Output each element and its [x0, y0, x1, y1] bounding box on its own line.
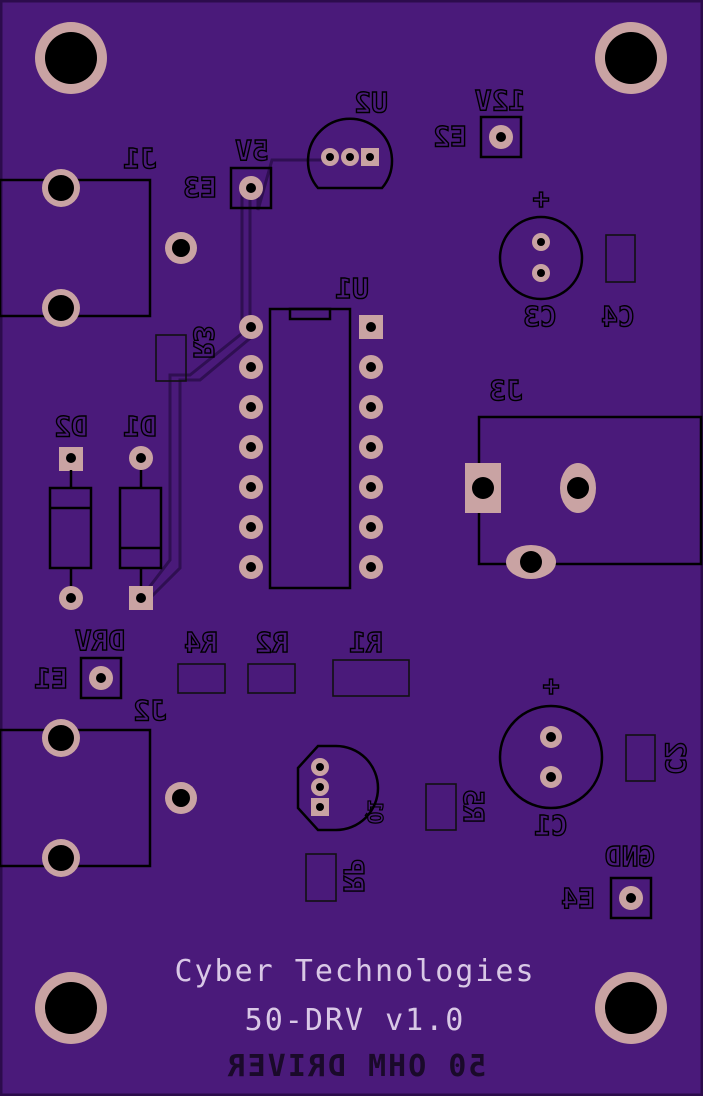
- d2-label: D2: [54, 410, 88, 443]
- u1-right-pins: [359, 315, 383, 579]
- e2-label: E2: [433, 120, 467, 153]
- c4-label: C4: [601, 300, 635, 333]
- d1-label: D1: [123, 410, 157, 443]
- q1-label: Q1: [363, 800, 387, 824]
- testpoint-e4: GND E4: [560, 839, 656, 920]
- label-5v: 5V: [235, 134, 269, 167]
- resistor-rp: RP: [305, 853, 371, 902]
- resistor-r2: R2: [247, 625, 296, 694]
- e1-label: E1: [34, 662, 68, 695]
- j2-label: J2: [133, 694, 167, 727]
- u1-left-pins: [239, 315, 263, 579]
- c1-polarity: +: [543, 669, 560, 702]
- c1-label: C1: [534, 809, 568, 842]
- capacitor-c4: C4: [600, 234, 636, 334]
- capacitor-c1: + C1: [498, 668, 604, 843]
- label-12v: 12V: [475, 84, 526, 117]
- j3-label: J3: [489, 374, 523, 407]
- r3-label: R3: [187, 325, 220, 359]
- resistor-r1: R1: [332, 625, 410, 697]
- e4-label: E4: [561, 882, 595, 915]
- traces: [139, 158, 330, 600]
- footer-model: 50-DRV v1.0: [245, 1003, 466, 1038]
- c2-label: C2: [659, 741, 692, 775]
- r5-label: R5: [457, 789, 490, 823]
- u1-label: U1: [335, 272, 369, 305]
- c3-label: C3: [523, 300, 557, 333]
- label-gnd: GND: [605, 840, 656, 873]
- testpoint-e3: 5V E3: [182, 133, 273, 210]
- j1-label: J1: [123, 142, 157, 175]
- connector-j3: J3: [465, 373, 703, 579]
- u2-label: U2: [354, 86, 388, 119]
- ic-u1: U1: [239, 271, 383, 590]
- resistor-r5: R5: [425, 783, 491, 831]
- footer-company: Cyber Technologies: [174, 954, 535, 989]
- connector-j2: J2: [0, 693, 197, 877]
- r2-label: R2: [255, 626, 289, 659]
- rp-label: RP: [337, 859, 370, 893]
- capacitor-c3: + C3: [498, 181, 584, 334]
- resistor-r3: R3: [155, 324, 221, 382]
- r1-label: R1: [349, 626, 383, 659]
- regulator-u2: U2: [306, 85, 394, 190]
- footer-mirrored: 50 OHM DRIVER: [226, 1049, 487, 1084]
- resistor-r4: R4: [177, 625, 226, 694]
- mounting-holes: [35, 22, 667, 1044]
- e3-label: E3: [183, 171, 217, 204]
- testpoint-e1: DRV E1: [33, 623, 126, 700]
- r4-label: R4: [184, 626, 218, 659]
- capacitor-c2: C2: [625, 734, 693, 782]
- c3-polarity: +: [533, 182, 550, 215]
- label-drv: DRV: [75, 624, 126, 657]
- diode-d1: D1: [118, 409, 163, 610]
- connector-j1: J1: [0, 141, 197, 327]
- testpoint-e2: 12V E2: [432, 83, 526, 159]
- diode-d2: D2: [48, 409, 93, 610]
- transistor-q1: Q1: [296, 744, 388, 832]
